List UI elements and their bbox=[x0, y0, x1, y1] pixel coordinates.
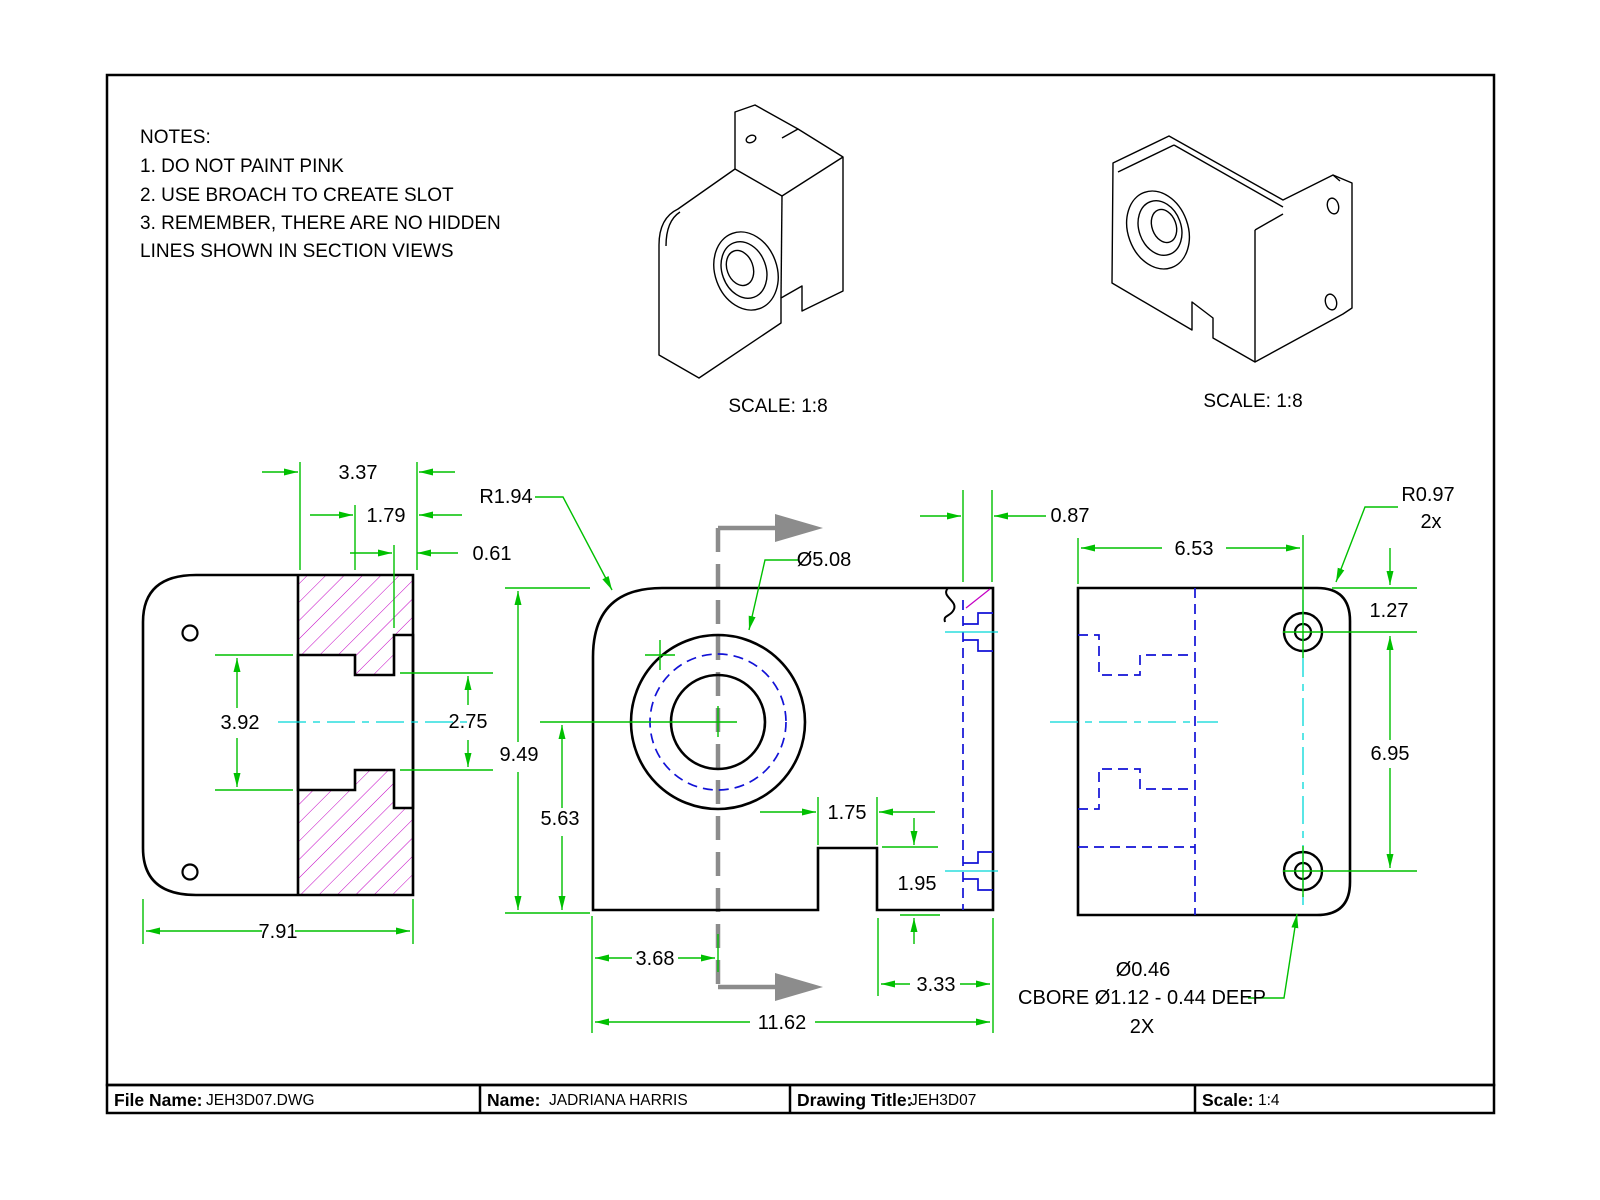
dim-3-92: 3.92 bbox=[221, 712, 260, 734]
notes-block: NOTES: 1. DO NOT PAINT PINK 2. USE BROAC… bbox=[140, 127, 501, 262]
front-view bbox=[591, 514, 998, 1001]
isometric-view-right bbox=[1111, 135, 1353, 363]
hidden-bore-profile bbox=[1078, 588, 1196, 915]
callout-r1-94: R1.94 bbox=[479, 486, 532, 508]
drawing-title-label: Drawing Title: bbox=[797, 1090, 912, 1110]
dim-0-61: 0.61 bbox=[473, 543, 512, 565]
dim-0-87: 0.87 bbox=[1051, 505, 1090, 527]
drawing-title-value: JEH3D07 bbox=[910, 1092, 976, 1109]
dim-1-27: 1.27 bbox=[1370, 600, 1409, 622]
name-value: JADRIANA HARRIS bbox=[549, 1092, 688, 1109]
callout-cbore-dia: Ø0.46 bbox=[1116, 959, 1170, 981]
dim-5-63: 5.63 bbox=[541, 808, 580, 830]
dim-1-95: 1.95 bbox=[898, 873, 937, 895]
notes-heading: NOTES: bbox=[140, 127, 211, 148]
note-line-1: 1. DO NOT PAINT PINK bbox=[140, 156, 344, 177]
side-hole-bottom bbox=[181, 863, 199, 881]
dim-1-75: 1.75 bbox=[828, 802, 867, 824]
break-line bbox=[943, 587, 956, 623]
dim-6-53: 6.53 bbox=[1175, 538, 1214, 560]
callout-r0-97: R0.97 bbox=[1401, 484, 1454, 506]
sheet-border bbox=[105, 73, 1496, 1115]
front-view-dimensions bbox=[505, 490, 1046, 1033]
side-view bbox=[1050, 586, 1352, 917]
callout-cbore-qty: 2X bbox=[1130, 1016, 1154, 1038]
note-line-4: LINES SHOWN IN SECTION VIEWS bbox=[140, 241, 454, 262]
breakout-hatch bbox=[965, 588, 991, 609]
scale-label: Scale: bbox=[1202, 1090, 1254, 1110]
section-arrow-bottom bbox=[775, 973, 823, 1001]
dim-2-75: 2.75 bbox=[449, 711, 488, 733]
section-view-dimensions bbox=[142, 462, 493, 944]
side-hole-top bbox=[181, 624, 199, 642]
callout-cbore-spec: CBORE Ø1.12 - 0.44 DEEP bbox=[1018, 987, 1266, 1009]
file-name-value: JEH3D07.DWG bbox=[206, 1092, 315, 1109]
callout-dia-5-08: Ø5.08 bbox=[797, 549, 851, 571]
dim-7-91: 7.91 bbox=[259, 921, 298, 943]
iso-left-scale-label: SCALE: 1:8 bbox=[728, 396, 827, 417]
note-line-3: 3. REMEMBER, THERE ARE NO HIDDEN bbox=[140, 213, 501, 234]
section-view bbox=[141, 573, 472, 897]
side-view-dimensions bbox=[1077, 506, 1417, 999]
scale-value: 1:4 bbox=[1258, 1092, 1280, 1109]
dim-3-37: 3.37 bbox=[339, 462, 378, 484]
dim-11-62: 11.62 bbox=[758, 1012, 807, 1034]
dim-1-79: 1.79 bbox=[367, 505, 406, 527]
dim-3-33: 3.33 bbox=[917, 974, 956, 996]
dim-3-68: 3.68 bbox=[636, 948, 675, 970]
iso-right-scale-label: SCALE: 1:8 bbox=[1203, 391, 1302, 412]
note-line-2: 2. USE BROACH TO CREATE SLOT bbox=[140, 185, 454, 206]
dim-6-95: 6.95 bbox=[1371, 743, 1410, 765]
section-arrow-top bbox=[775, 514, 823, 542]
file-name-label: File Name: bbox=[114, 1090, 203, 1110]
dim-9-49: 9.49 bbox=[500, 744, 539, 766]
callout-r0-97-qty: 2x bbox=[1420, 511, 1441, 533]
title-block: File Name: JEH3D07.DWG Name: JADRIANA HA… bbox=[114, 1090, 1280, 1110]
name-label: Name: bbox=[487, 1090, 541, 1110]
section-hatch bbox=[298, 575, 413, 895]
isometric-view-left bbox=[658, 104, 844, 379]
